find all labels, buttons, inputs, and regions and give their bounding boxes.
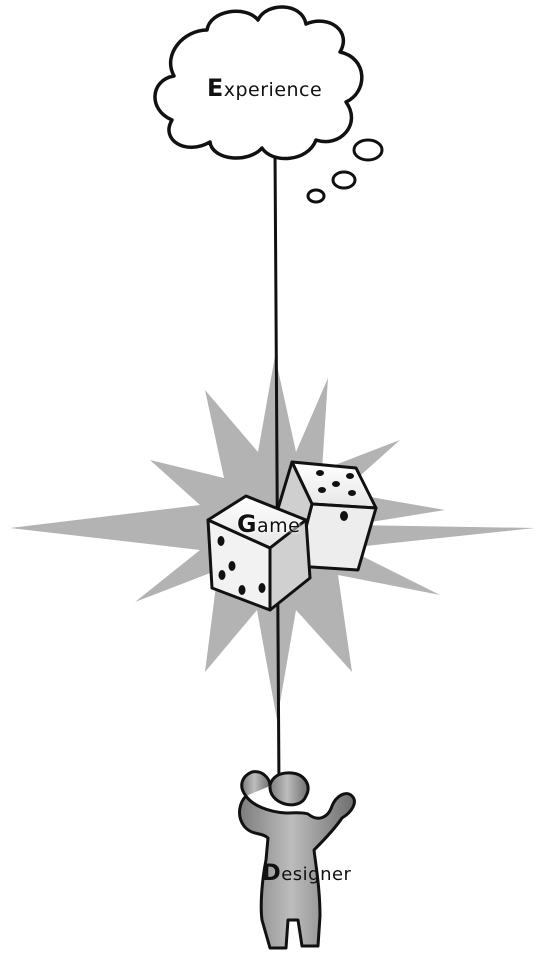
thought-cloud-icon	[155, 7, 382, 202]
game-label: Game	[237, 510, 300, 538]
experience-label-rest: xperience	[224, 79, 322, 101]
game-label-rest: ame	[257, 515, 300, 537]
designer-label-rest: esigner	[281, 864, 351, 885]
designer-label-initial: D	[262, 860, 281, 886]
experience-label: Experience	[207, 74, 322, 102]
designer-label: Designer	[262, 860, 351, 886]
game-label-initial: G	[237, 510, 257, 538]
experience-label-initial: E	[207, 74, 224, 102]
